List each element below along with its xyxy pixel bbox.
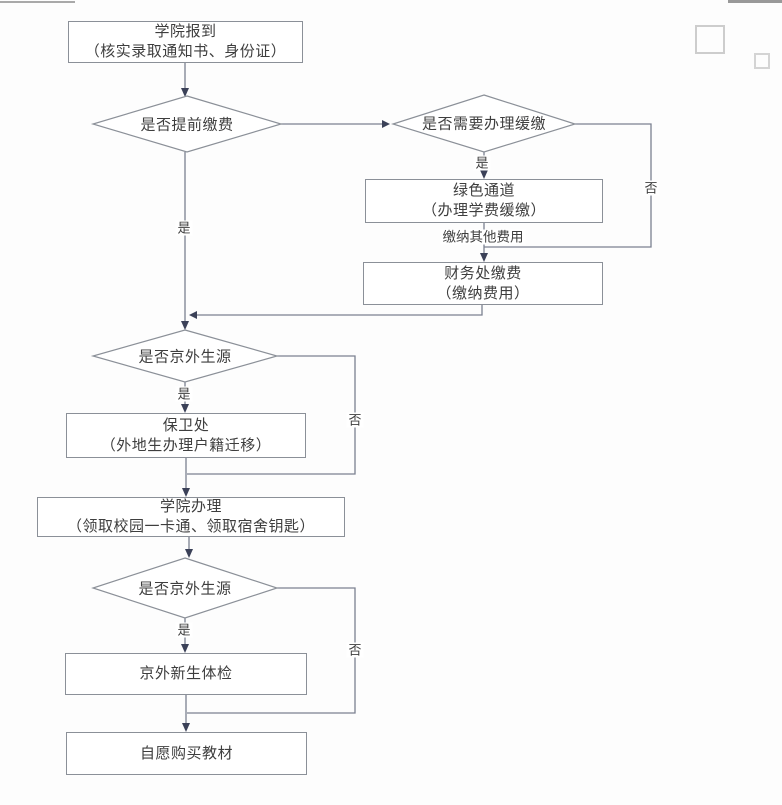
corner-square-small — [754, 53, 770, 69]
edge-label-yes-non-beijing-1: 是 — [175, 386, 193, 402]
decision-non-beijing-1-label: 是否京外生源 — [138, 348, 232, 366]
edge-label-pay-other-fees: 缴纳其他费用 — [440, 229, 526, 245]
node-college-line2: （领取校园一卡通、领取宿舍钥匙） — [66, 518, 315, 535]
arrowhead-into-college — [182, 488, 190, 497]
top-right-border-line — [728, 0, 782, 3]
decision-pay-advance-label: 是否提前缴费 — [140, 116, 234, 134]
decision-non-beijing-2-label: 是否京外生源 — [138, 580, 232, 598]
node-college-line1: 学院办理 — [159, 498, 222, 515]
decision-pay-advance — [90, 95, 284, 153]
decision-need-defer-label: 是否需要办理缓缴 — [421, 115, 547, 133]
arrowhead-into-non-beijing2 — [185, 549, 193, 558]
arrowhead-into-green-channel — [480, 170, 488, 179]
node-report-line1: 学院报到 — [154, 23, 217, 40]
edge-label-yes-need-defer: 是 — [473, 155, 491, 171]
node-finance: 财务处缴费 （缴纳费用） — [363, 262, 603, 305]
node-security-line1: 保卫处 — [162, 416, 210, 434]
edge-label-no-non-beijing-2: 否 — [346, 642, 364, 658]
node-finance-line1: 财务处缴费 — [444, 264, 522, 282]
corner-square-large — [695, 25, 725, 54]
node-textbook: 自愿购买教材 — [66, 732, 307, 775]
arrowhead-into-pay-advance — [181, 88, 189, 97]
edge-label-yes-non-beijing-2: 是 — [175, 622, 193, 638]
node-green-channel-line1: 绿色通道 — [452, 182, 515, 199]
arrowhead-into-textbook — [182, 723, 190, 732]
node-security: 保卫处 （外地生办理户籍迁移） — [66, 413, 306, 458]
node-report: 学院报到 （核实录取通知书、身份证） — [68, 21, 303, 63]
node-college: 学院办理 （领取校园一卡通、领取宿舍钥匙） — [37, 497, 345, 537]
edge-finance-to-main — [191, 305, 483, 316]
arrowhead-finance-merge — [189, 311, 197, 319]
node-security-line2: （外地生办理户籍迁移） — [100, 436, 272, 454]
edge-label-no-need-defer: 否 — [642, 180, 660, 196]
node-finance-line2: （缴纳费用） — [436, 284, 530, 302]
arrowhead-into-non-beijing1 — [181, 321, 189, 330]
decision-non-beijing-2 — [91, 557, 279, 619]
node-green-channel-line2: （办理学费缓缴） — [421, 202, 546, 219]
node-green-channel: 绿色通道 （办理学费缓缴） — [365, 179, 603, 223]
edge-label-no-non-beijing-1: 否 — [346, 412, 364, 428]
decision-need-defer — [390, 94, 578, 153]
arrowhead-into-finance — [480, 253, 488, 262]
node-report-line2: （核实录取通知书、身份证） — [84, 43, 287, 60]
node-textbook-label: 自愿购买教材 — [139, 744, 233, 762]
arrowhead-into-security — [181, 404, 189, 413]
top-left-border-line — [0, 1, 75, 3]
edge-label-yes-pay-advance: 是 — [175, 220, 193, 236]
node-checkup: 京外新生体检 — [65, 653, 307, 695]
arrowhead-into-need-defer — [382, 120, 390, 128]
node-checkup-label: 京外新生体检 — [139, 665, 233, 682]
arrowhead-into-checkup — [181, 644, 189, 653]
decision-non-beijing-1 — [90, 329, 280, 383]
